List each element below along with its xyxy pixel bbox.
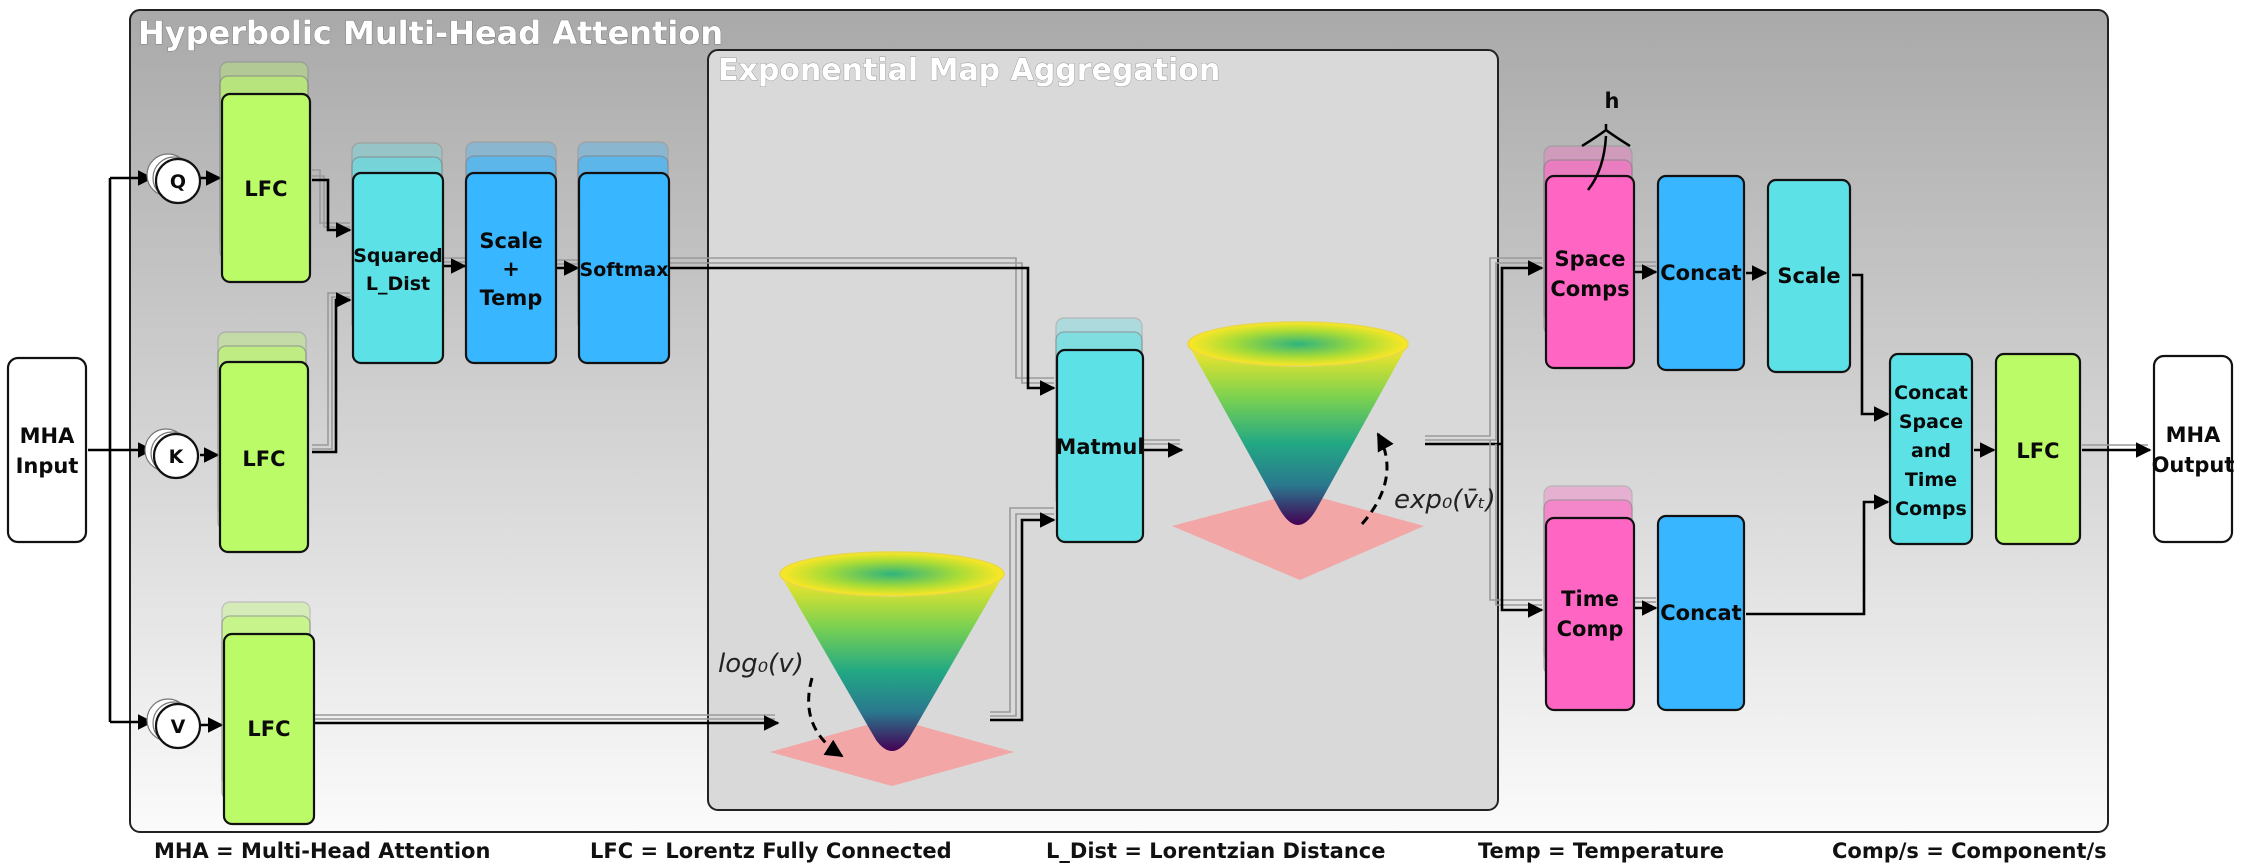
heads-brace: h (1581, 89, 1631, 191)
log-map-cone-rim (779, 551, 1005, 597)
legend: MHA = Multi-Head Attention LFC = Lorentz… (154, 839, 2107, 863)
squared-l-dist-block: Squared L_Dist (351, 142, 445, 365)
lfc-q-label: LFC (244, 177, 287, 201)
legend-temp: Temp = Temperature (1478, 839, 1724, 863)
concat-time-block: Concat (1656, 514, 1746, 712)
comp-label: Comp (1557, 617, 1624, 641)
time-label: Time (1561, 587, 1619, 611)
legend-comps: Comp/s = Component/s (1832, 839, 2107, 863)
legend-l-dist: L_Dist = Lorentzian Distance (1046, 839, 1386, 863)
cst-label-1: Concat (1894, 382, 1968, 404)
lfc-k-block: LFC (217, 331, 310, 554)
lfc-k-label: LFC (242, 447, 285, 471)
log-map-dashed-arrow (807, 677, 844, 758)
softmax-label: Softmax (580, 259, 669, 281)
scale-block: Scale (1766, 178, 1852, 374)
lfc-q-block: LFC (219, 61, 312, 284)
temp-label: Temp (480, 286, 543, 310)
exp-map-math: exp₀(v̄ₜ) (1394, 485, 1496, 515)
lfc-v-block: LFC (221, 601, 316, 826)
exp-map-panel-title: Exponential Map Aggregation (718, 53, 1220, 88)
cst-label-2: Space (1899, 411, 1963, 433)
scale-temp-block: Scale + Temp (464, 141, 558, 365)
lfc-final-block: LFC (1994, 352, 2082, 546)
concat-space-label: Concat (1660, 261, 1741, 285)
q-node: Q (146, 153, 202, 205)
plus-label: + (502, 257, 520, 281)
squared-label: Squared (353, 245, 443, 267)
log-map-cone-surface (780, 574, 1004, 751)
mha-output-box: MHA Output (2152, 354, 2235, 544)
q-label: Q (170, 171, 186, 193)
comps-label: Comps (1550, 277, 1629, 301)
exp-map-cone-rim (1187, 321, 1409, 367)
mha-input-label-2: Input (16, 454, 79, 478)
mha-input-box: MHA Input (6, 356, 88, 544)
exp-map-cone: exp₀(v̄ₜ) (1172, 321, 1496, 580)
lfc-final-label: LFC (2016, 439, 2059, 463)
concat-time-label: Concat (1660, 601, 1741, 625)
k-node: K (144, 428, 200, 480)
cst-label-3: and (1911, 440, 1951, 462)
time-comp-block: Time Comp (1543, 485, 1636, 712)
mha-output-label-2: Output (2152, 453, 2235, 477)
log-map-cone: log₀(v) (718, 551, 1014, 786)
exp-map-tangent-plane (1172, 492, 1424, 580)
log-map-tangent-plane (770, 718, 1014, 786)
softmax-block: Softmax (577, 141, 671, 365)
lfc-v-label: LFC (247, 717, 290, 741)
mha-panel-title: Hyperbolic Multi-Head Attention (138, 14, 723, 52)
concat-space-block: Concat (1656, 174, 1746, 372)
heads-label: h (1605, 89, 1620, 113)
cst-label-5: Comps (1895, 498, 1967, 520)
cst-label-4: Time (1905, 469, 1957, 491)
scale-label: Scale (479, 229, 542, 253)
scale-block-label: Scale (1777, 264, 1840, 288)
v-node: V (146, 698, 202, 750)
space-comps-block: Space Comps (1543, 145, 1636, 370)
connections (88, 169, 2152, 733)
l-dist-label: L_Dist (366, 273, 430, 295)
k-label: K (169, 446, 185, 468)
mha-output-label-1: MHA (2166, 423, 2221, 447)
exp-map-dashed-arrow (1360, 432, 1394, 525)
mha-input-label-1: MHA (20, 424, 75, 448)
concat-space-time-block: Concat Space and Time Comps (1888, 352, 1974, 546)
exp-map-cone-surface (1188, 344, 1408, 525)
matmul-label: Matmul (1055, 435, 1144, 459)
legend-mha: MHA = Multi-Head Attention (154, 839, 490, 863)
legend-lfc: LFC = Lorentz Fully Connected (590, 839, 952, 863)
space-label: Space (1554, 247, 1625, 271)
matmul-block: Matmul (1055, 317, 1145, 544)
log-map-math: log₀(v) (718, 649, 804, 679)
v-label: V (171, 716, 186, 738)
